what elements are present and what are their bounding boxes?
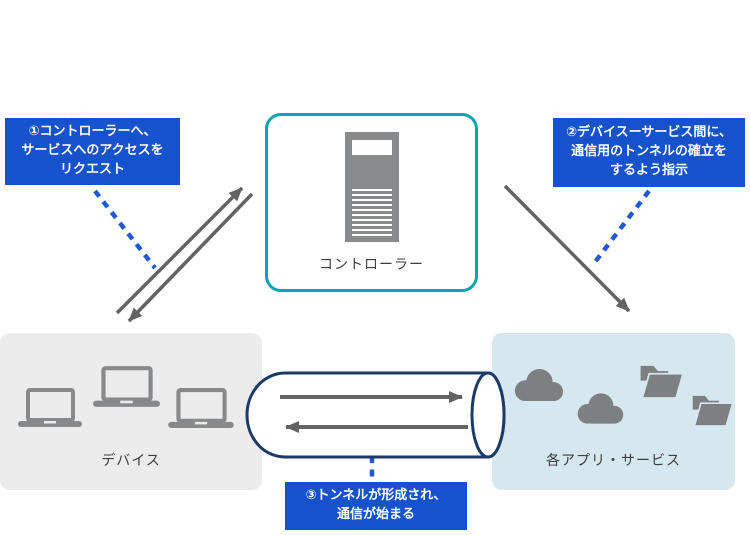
controller-to-service-arrow [503, 184, 631, 313]
devices-box: デバイス [0, 333, 262, 490]
step2-line1: ②デバイスーサービス間に、 [566, 125, 732, 141]
step1-line1: ①コントローラーへ、 [28, 124, 157, 140]
devices-label: デバイス [101, 453, 161, 469]
step3-line1: ③トンネルが形成され、 [305, 488, 447, 504]
step2-dashed-line [590, 189, 651, 268]
step2-line2: 通信用のトンネルの確立を [571, 144, 727, 160]
laptop-icon [168, 388, 234, 428]
controller-to-device-arrow [127, 192, 254, 323]
services-label: 各アプリ・サービス [546, 453, 681, 469]
tunnel-shape [245, 371, 506, 459]
step1-dashed-line [93, 189, 157, 270]
folder-icon [692, 395, 733, 426]
step1-line2: サービスへのアクセスを [21, 143, 164, 159]
cloud-icon [577, 393, 624, 424]
server-tower-icon [344, 132, 399, 242]
cloud-icon [514, 368, 564, 402]
step2-callout: ②デバイスーサービス間に、 通信用のトンネルの確立を するよう指示 [553, 118, 745, 187]
folder-icon [640, 365, 683, 398]
step2-line3: するよう指示 [609, 162, 688, 178]
services-box: 各アプリ・サービス [492, 333, 735, 490]
controller-label: コントローラー [319, 257, 424, 273]
laptop-icon [18, 388, 82, 427]
device-to-controller-arrow [115, 186, 244, 315]
laptop-icon [93, 366, 160, 407]
step3-line2: 通信が始まる [336, 507, 415, 522]
step1-callout: ①コントローラーへ、 サービスへのアクセスを リクエスト [5, 118, 180, 185]
step3-callout: ③トンネルが形成され、 通信が始まる [285, 482, 467, 530]
controller-box: コントローラー [265, 113, 478, 292]
step1-line3: リクエスト [59, 161, 125, 177]
